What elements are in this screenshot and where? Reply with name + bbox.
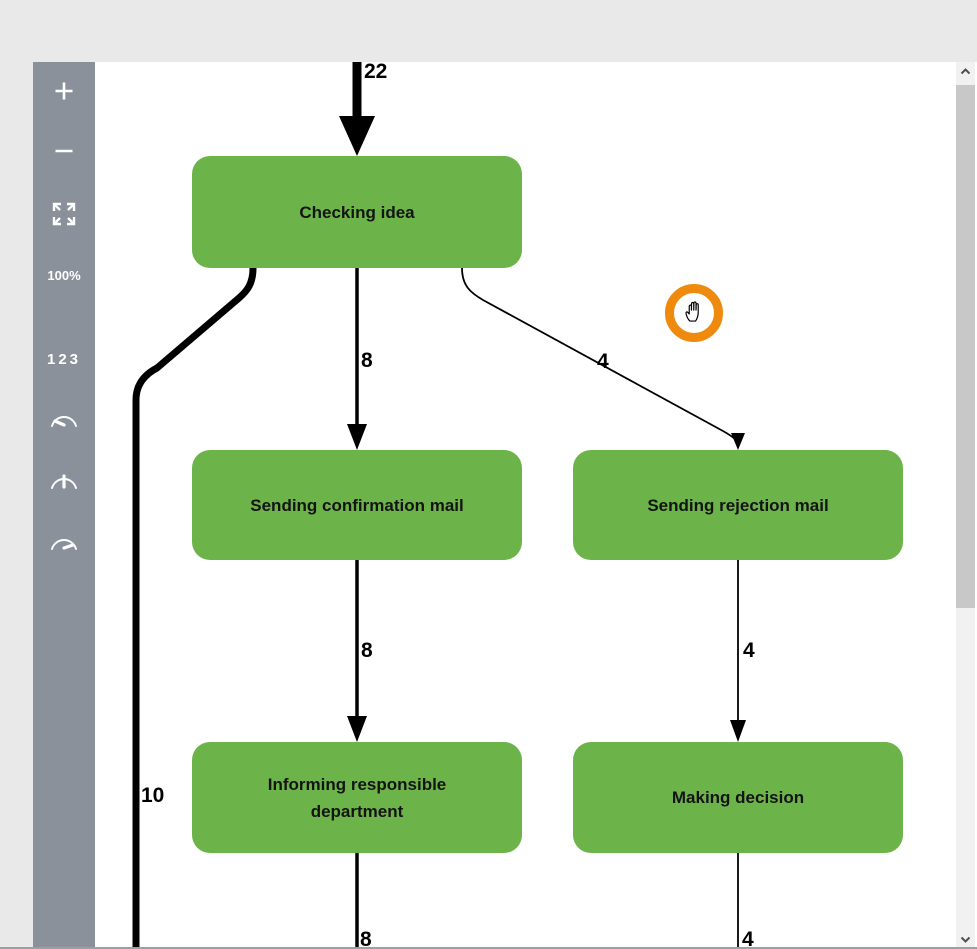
edge-label: 4 <box>742 928 754 947</box>
zoom-out-button[interactable] <box>33 132 95 172</box>
process-edges: 22 10 8 4 8 4 8 <box>132 62 755 947</box>
detail-gauge-medium-button[interactable] <box>33 462 95 502</box>
detail-gauge-high-button[interactable] <box>33 523 95 563</box>
top-spacer <box>0 0 977 62</box>
vertical-scrollbar[interactable] <box>956 62 975 947</box>
chevron-down-icon <box>960 931 971 946</box>
plus-icon <box>52 79 76 106</box>
gauge-low-icon <box>48 408 80 433</box>
edge-start-to-checking-idea[interactable]: 22 <box>339 62 387 156</box>
gauge-high-icon <box>48 531 80 556</box>
scrollbar-thumb[interactable] <box>956 85 975 608</box>
minus-icon <box>52 139 76 166</box>
scroll-up-button[interactable] <box>956 62 975 79</box>
edge-sending-rejection-mail-to-making-decision[interactable]: 4 <box>730 560 755 742</box>
frequency-mode-button[interactable]: 123 <box>33 330 95 389</box>
edge-label: 4 <box>597 350 609 373</box>
edge-label: 8 <box>360 928 372 947</box>
scroll-down-button[interactable] <box>956 930 975 947</box>
edge-sending-confirmation-mail-to-informing-responsible-department[interactable]: 8 <box>347 560 373 742</box>
gauge-medium-icon <box>48 470 80 495</box>
edge-label: 22 <box>364 62 387 83</box>
edge-checking-idea-to-sending-confirmation-mail[interactable]: 8 <box>347 268 373 450</box>
node-sending-rejection-mail[interactable]: Sending rejection mail <box>573 450 903 560</box>
node-sending-confirmation-mail[interactable]: Sending confirmation mail <box>192 450 522 560</box>
node-making-decision[interactable]: Making decision <box>573 742 903 853</box>
detail-gauge-low-button[interactable] <box>33 400 95 440</box>
zoom-level-label: 100% <box>47 268 81 283</box>
cursor-highlight-ring <box>665 284 723 342</box>
edge-label: 10 <box>141 784 164 807</box>
edge-informing-responsible-department-outflow[interactable]: 8 <box>355 853 372 947</box>
grab-hand-icon <box>683 299 705 328</box>
edge-checking-idea-to-sending-rejection-mail[interactable]: 4 <box>461 267 745 450</box>
node-informing-responsible-department[interactable]: Informing responsible department <box>192 742 522 853</box>
edge-label: 4 <box>743 639 755 662</box>
edge-checking-idea-bypass[interactable]: 10 <box>132 267 257 947</box>
edge-label: 8 <box>361 639 373 662</box>
process-canvas[interactable]: 22 10 8 4 8 4 8 <box>95 62 956 947</box>
left-spacer <box>0 62 33 949</box>
fit-to-screen-button[interactable] <box>33 195 95 235</box>
zoom-in-button[interactable] <box>33 72 95 112</box>
bottom-border <box>0 947 977 949</box>
edge-making-decision-outflow[interactable]: 4 <box>737 852 754 947</box>
chevron-up-icon <box>960 63 971 78</box>
diagram-toolbar: 100% 123 <box>33 62 95 947</box>
edge-label: 8 <box>361 349 373 372</box>
node-checking-idea[interactable]: Checking idea <box>192 156 522 268</box>
expand-arrows-icon <box>51 201 77 230</box>
